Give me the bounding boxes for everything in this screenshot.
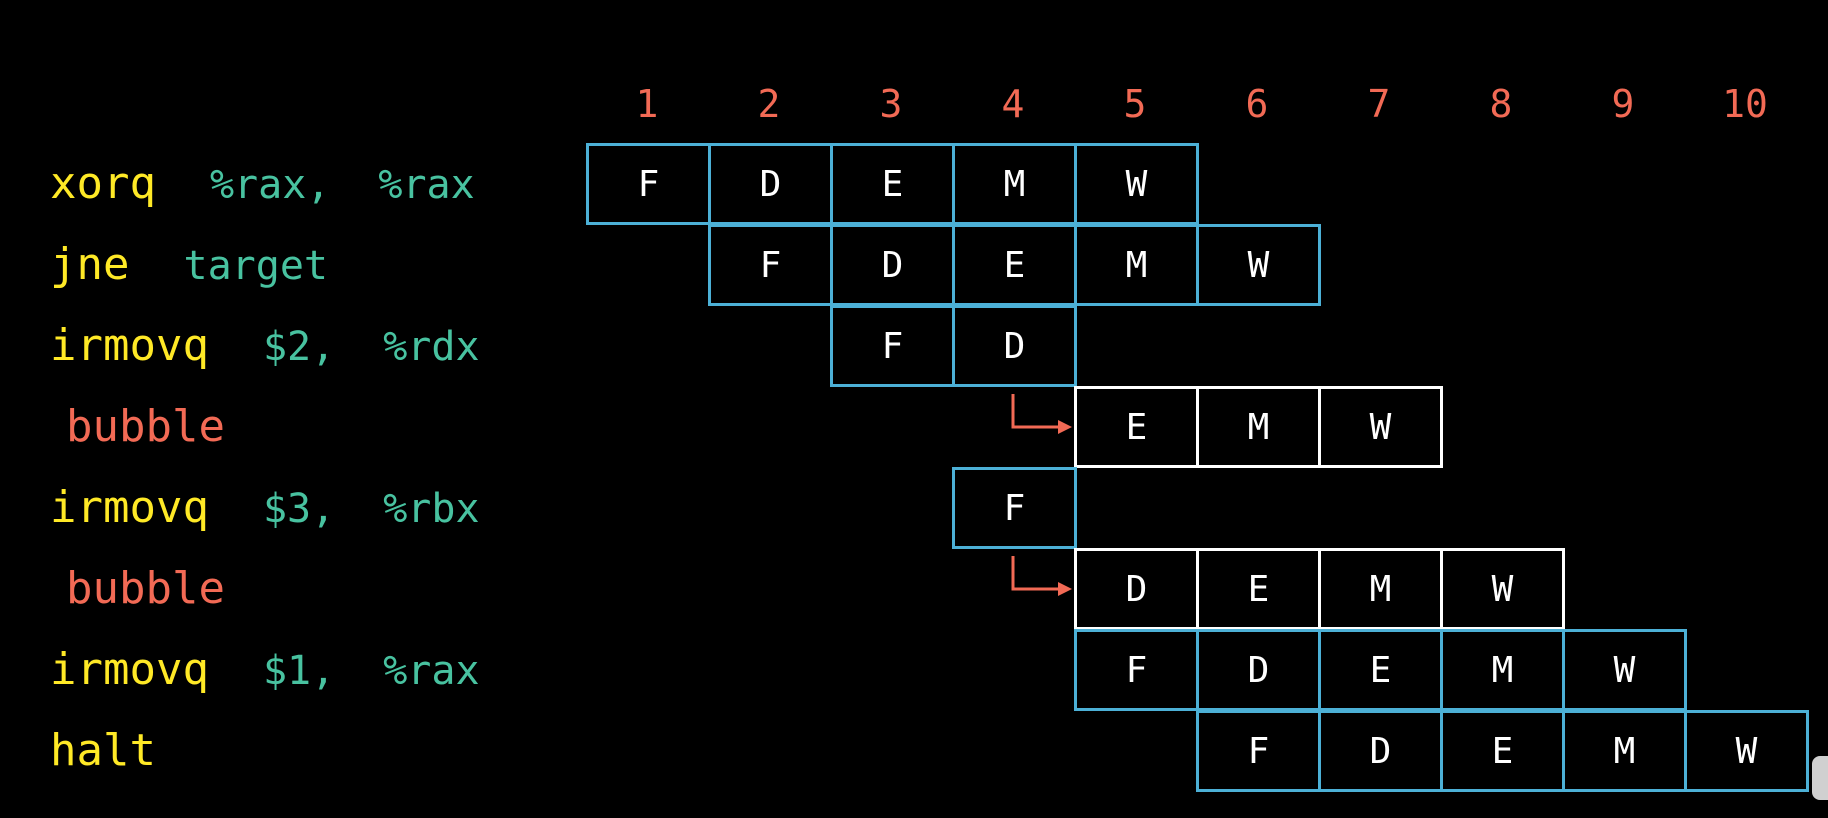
opcode: xorq: [50, 158, 156, 209]
stage-cell-f: F: [1196, 710, 1321, 792]
stage-cell-w: W: [1440, 548, 1565, 630]
stage-cell-m: M: [1440, 629, 1565, 711]
bubble-label: bubble: [66, 564, 225, 614]
stage-cell-w: W: [1562, 629, 1687, 711]
operand: %rax: [383, 648, 480, 694]
stall-arrow: [1011, 556, 1060, 591]
instruction-label: irmovq $2, %rdx: [50, 321, 480, 372]
stage-cell-e: E: [1074, 386, 1199, 468]
stage-cell-d: D: [1318, 710, 1443, 792]
instruction-label: irmovq $1, %rax: [50, 645, 480, 696]
opcode: halt: [50, 725, 156, 776]
stage-cell-f: F: [586, 143, 711, 225]
cycle-number: 4: [1001, 82, 1025, 126]
stage-cell-d: D: [830, 224, 955, 306]
operand: $1,: [262, 648, 336, 694]
cycle-number: 10: [1722, 82, 1768, 126]
opcode: irmovq: [50, 320, 209, 371]
stage-cell-d: D: [1196, 629, 1321, 711]
instruction-label: jne target: [50, 240, 328, 291]
operand: %rax,: [209, 162, 331, 208]
instruction-label: halt: [50, 726, 156, 776]
bubble-text: bubble: [66, 401, 225, 452]
cycle-number: 8: [1489, 82, 1513, 126]
stage-cell-f: F: [1074, 629, 1199, 711]
overlay-button[interactable]: [1812, 756, 1828, 800]
opcode: irmovq: [50, 482, 209, 533]
stage-cell-f: F: [952, 467, 1077, 549]
cycle-number: 1: [635, 82, 659, 126]
stage-cell-e: E: [952, 224, 1077, 306]
arrowhead: [1058, 420, 1072, 434]
instruction-label: irmovq $3, %rbx: [50, 483, 480, 534]
stage-cell-d: D: [708, 143, 833, 225]
operand: %rbx: [383, 486, 480, 532]
stage-cell-d: D: [952, 305, 1077, 387]
stage-cell-e: E: [1318, 629, 1443, 711]
opcode: irmovq: [50, 644, 209, 695]
stage-cell-w: W: [1318, 386, 1443, 468]
operand: %rax: [378, 162, 475, 208]
stage-cell-e: E: [1196, 548, 1321, 630]
cycle-number: 9: [1611, 82, 1635, 126]
stage-cell-f: F: [708, 224, 833, 306]
cycle-number: 7: [1367, 82, 1391, 126]
stage-cell-f: F: [830, 305, 955, 387]
arrowhead: [1058, 582, 1072, 596]
bubble-text: bubble: [66, 563, 225, 614]
cycle-number: 5: [1123, 82, 1147, 126]
operand: target: [183, 243, 328, 289]
operand: $2,: [262, 324, 336, 370]
operand: $3,: [262, 486, 336, 532]
stage-cell-m: M: [1196, 386, 1321, 468]
bubble-label: bubble: [66, 402, 225, 452]
operand: %rdx: [383, 324, 480, 370]
cycle-number: 3: [879, 82, 903, 126]
stall-arrow: [1011, 394, 1060, 429]
cycle-number: 6: [1245, 82, 1269, 126]
stage-cell-m: M: [1562, 710, 1687, 792]
stage-cell-e: E: [1440, 710, 1565, 792]
cycle-number: 2: [757, 82, 781, 126]
stage-cell-d: D: [1074, 548, 1199, 630]
stage-cell-m: M: [952, 143, 1077, 225]
stage-cell-m: M: [1074, 224, 1199, 306]
stage-cell-w: W: [1196, 224, 1321, 306]
stage-cell-w: W: [1074, 143, 1199, 225]
stage-cell-m: M: [1318, 548, 1443, 630]
instruction-label: xorq %rax, %rax: [50, 159, 475, 210]
stage-cell-w: W: [1684, 710, 1809, 792]
stage-cell-e: E: [830, 143, 955, 225]
opcode: jne: [50, 239, 130, 290]
